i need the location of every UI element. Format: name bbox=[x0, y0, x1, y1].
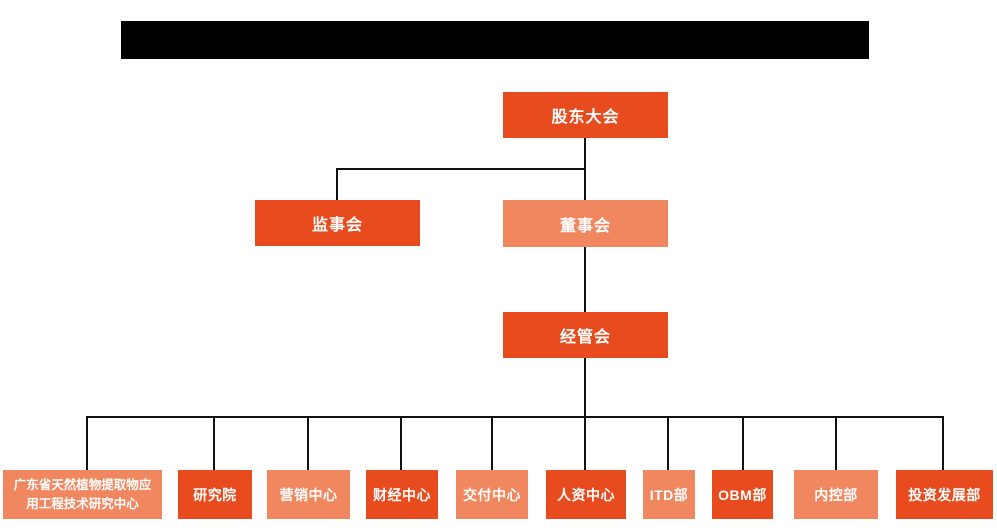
org-node-marketing-center: 营销中心 bbox=[267, 470, 350, 519]
org-node-itd-department: ITD部 bbox=[643, 470, 695, 519]
org-node-label: OBM部 bbox=[718, 486, 767, 503]
org-node-label: 财经中心 bbox=[373, 486, 431, 503]
org-node-label: 研究院 bbox=[193, 486, 237, 503]
connector-dept-drop bbox=[584, 416, 586, 470]
org-node-label: 股东大会 bbox=[551, 109, 620, 126]
connector-management-down bbox=[584, 358, 586, 417]
connector-dept-drop bbox=[86, 416, 88, 470]
org-node-label: 广东省天然植物提取物应用工程技术研究中心 bbox=[13, 478, 152, 511]
org-node-label: 营销中心 bbox=[279, 486, 338, 503]
org-node-investment-development-department: 投资发展部 bbox=[896, 470, 993, 519]
org-node-hr-center: 人资中心 bbox=[546, 470, 626, 519]
connector-dept-drop bbox=[742, 416, 744, 470]
connector-dept-drop bbox=[942, 416, 944, 470]
org-node-research-institute: 研究院 bbox=[178, 470, 252, 519]
connector-dept-drop bbox=[667, 416, 669, 470]
org-node-label: 经管会 bbox=[559, 329, 611, 346]
org-node-obm-department: OBM部 bbox=[712, 470, 773, 519]
org-node-board-of-directors: 董事会 bbox=[503, 200, 668, 247]
org-node-delivery-center: 交付中心 bbox=[456, 470, 528, 519]
connector-supervisory-drop bbox=[336, 168, 338, 200]
connector-board-to-management bbox=[584, 247, 586, 312]
connector-dept-drop bbox=[835, 416, 837, 470]
org-node-supervisory-board: 监事会 bbox=[255, 200, 420, 246]
org-node-research-center: 广东省天然植物提取物应用工程技术研究中心 bbox=[3, 470, 162, 519]
redacted-title-bar bbox=[121, 21, 869, 59]
org-node-label: 监事会 bbox=[311, 217, 363, 234]
connector-level2-horizontal bbox=[336, 168, 586, 170]
org-node-internal-control-department: 内控部 bbox=[794, 470, 878, 519]
org-node-label: 投资发展部 bbox=[908, 486, 981, 503]
org-node-label: 内控部 bbox=[814, 486, 858, 503]
org-node-management-committee: 经管会 bbox=[503, 312, 668, 358]
connector-dept-drop bbox=[213, 416, 215, 470]
org-node-finance-center: 财经中心 bbox=[366, 470, 438, 519]
org-node-label: 交付中心 bbox=[463, 486, 521, 503]
connector-dept-drop bbox=[491, 416, 493, 470]
connector-departments-horizontal bbox=[86, 416, 944, 418]
connector-dept-drop bbox=[307, 416, 309, 470]
org-node-label: 人资中心 bbox=[557, 486, 615, 503]
connector-dept-drop bbox=[400, 416, 402, 470]
org-node-label: ITD部 bbox=[649, 486, 689, 503]
org-node-label: 董事会 bbox=[559, 217, 611, 235]
org-node-shareholders-meeting: 股东大会 bbox=[503, 92, 668, 138]
